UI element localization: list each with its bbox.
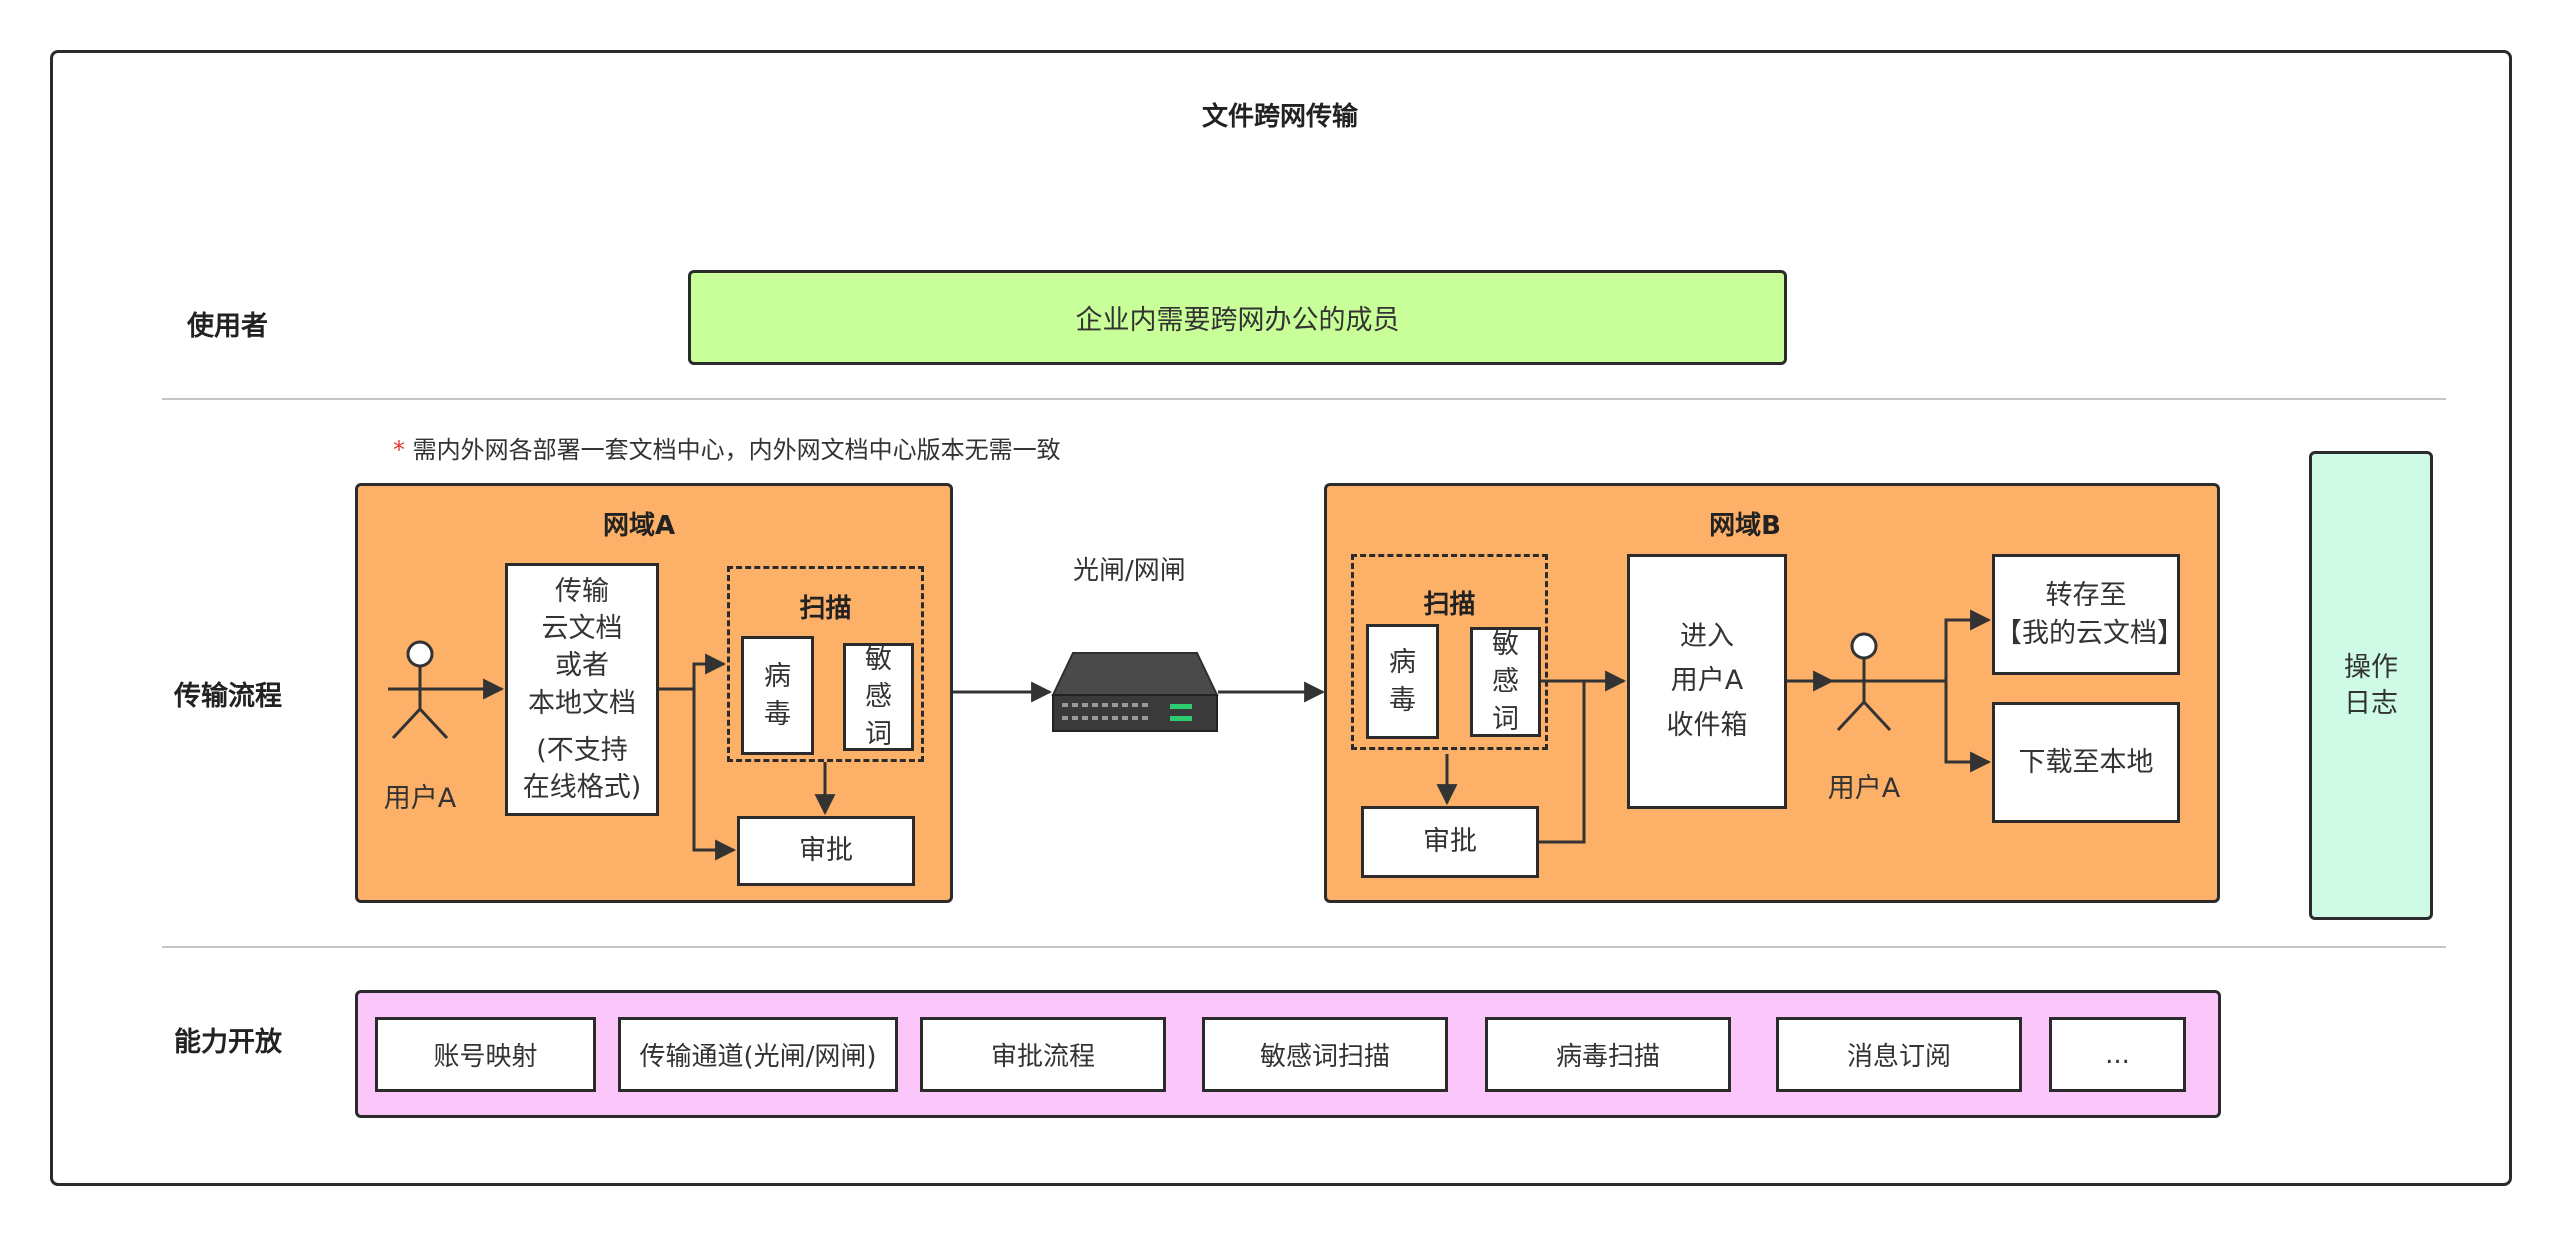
download-label: 下载至本地	[2018, 746, 2154, 778]
capability-item: 传输通道(光闸/网闸)	[618, 1017, 898, 1092]
domain-a-actor-label: 用户A	[383, 783, 457, 814]
inbox-line: 进入	[1680, 620, 1734, 652]
transfer-note-line: 在线格式)	[522, 772, 642, 803]
virus-char: 病	[764, 661, 791, 693]
domain-b-sensitive-box: 敏 感 词	[1470, 627, 1541, 737]
download-local-box: 下载至本地	[1992, 702, 2180, 823]
capability-item: 账号映射	[375, 1017, 596, 1092]
users-box-label: 企业内需要跨网办公的成员	[1075, 305, 1400, 336]
row-label-flow: 传输流程	[174, 681, 282, 712]
operation-log-box: 操作 日志	[2309, 451, 2433, 920]
inbox-line: 用户A	[1670, 665, 1744, 697]
gateway-device-icon	[1051, 652, 1219, 732]
domain-a-approval-box: 审批	[737, 816, 915, 886]
virus-char: 毒	[764, 698, 791, 730]
user-b-actor-icon	[1832, 632, 1896, 732]
inbox-line: 收件箱	[1666, 709, 1748, 741]
diagram-title: 文件跨网传输	[1201, 102, 1358, 132]
domain-b-scan-group	[1351, 554, 1548, 750]
sensitive-char: 词	[865, 718, 892, 750]
sensitive-char: 敏	[1492, 629, 1519, 661]
log-line: 日志	[2344, 687, 2398, 719]
capability-label: 病毒扫描	[1555, 1042, 1660, 1072]
domain-a-scan-group	[727, 566, 924, 762]
diagram-frame	[50, 50, 2512, 1186]
capability-label: 账号映射	[433, 1042, 538, 1072]
line-approval-to-inbox	[1539, 681, 1586, 844]
transfer-line: 云文档	[541, 613, 623, 644]
divider-top	[162, 398, 2446, 400]
capability-label: 传输通道(光闸/网闸)	[639, 1042, 877, 1072]
virus-char: 病	[1389, 647, 1416, 679]
deployment-note: * 需内外网各部署一套文档中心，内外网文档中心版本无需一致	[393, 430, 1061, 465]
sensitive-char: 敏	[865, 644, 892, 676]
save-line: 【我的云文档】	[1995, 617, 2184, 649]
capability-label: 审批流程	[990, 1042, 1095, 1072]
sensitive-char: 感	[1492, 666, 1519, 698]
virus-char: 毒	[1389, 684, 1416, 716]
transfer-doc-box: 传输 云文档 或者 本地文档 (不支持 在线格式)	[505, 563, 659, 816]
capability-item: ...	[2049, 1017, 2186, 1092]
arrow-to-download	[1944, 681, 1992, 773]
divider-bottom	[162, 946, 2446, 948]
capability-label: ...	[2105, 1039, 2130, 1070]
domain-a-scan-title: 扫描	[799, 594, 852, 624]
arrow-to-save	[1944, 609, 1992, 681]
domain-b-title: 网域B	[1709, 511, 1781, 541]
log-line: 操作	[2344, 652, 2398, 684]
row-label-capabilities: 能力开放	[174, 1027, 282, 1058]
arrow-to-scan-a	[692, 653, 727, 689]
note-asterisk: *	[393, 436, 405, 464]
user-a-actor-icon	[388, 640, 452, 740]
save-to-cloud-box: 转存至 【我的云文档】	[1992, 554, 2184, 675]
transfer-line: 或者	[554, 650, 609, 682]
capability-label: 敏感词扫描	[1259, 1042, 1390, 1072]
capability-item: 敏感词扫描	[1202, 1017, 1448, 1092]
domain-a-approval-label: 审批	[799, 835, 853, 867]
domain-b-approval-box: 审批	[1361, 806, 1539, 878]
capability-label: 消息订阅	[1846, 1042, 1951, 1072]
users-box: 企业内需要跨网办公的成员	[688, 270, 1787, 365]
sensitive-char: 感	[865, 681, 892, 713]
save-line: 转存至	[2045, 580, 2127, 612]
capability-item: 审批流程	[920, 1017, 1166, 1092]
domain-b-approval-label: 审批	[1423, 826, 1477, 858]
domain-b-virus-box: 病 毒	[1366, 624, 1439, 739]
arrow-to-approval-a	[692, 689, 737, 861]
domain-b-scan-title: 扫描	[1423, 590, 1476, 620]
row-label-users: 使用者	[187, 311, 268, 342]
transfer-note-line: (不支持	[536, 734, 628, 766]
domain-a-virus-box: 病 毒	[741, 636, 814, 755]
inbox-box: 进入 用户A 收件箱	[1627, 554, 1787, 809]
gateway-label: 光闸/网闸	[1073, 556, 1186, 586]
transfer-line: 传输	[554, 575, 609, 607]
transfer-line: 本地文档	[527, 687, 636, 719]
capability-item: 病毒扫描	[1485, 1017, 1731, 1092]
domain-a-title: 网域A	[602, 511, 676, 541]
capability-item: 消息订阅	[1776, 1017, 2022, 1092]
domain-b-actor-label: 用户A	[1827, 773, 1901, 804]
domain-a-sensitive-box: 敏 感 词	[843, 643, 914, 751]
sensitive-char: 词	[1492, 703, 1519, 735]
note-text: 需内外网各部署一套文档中心，内外网文档中心版本无需一致	[412, 436, 1061, 464]
